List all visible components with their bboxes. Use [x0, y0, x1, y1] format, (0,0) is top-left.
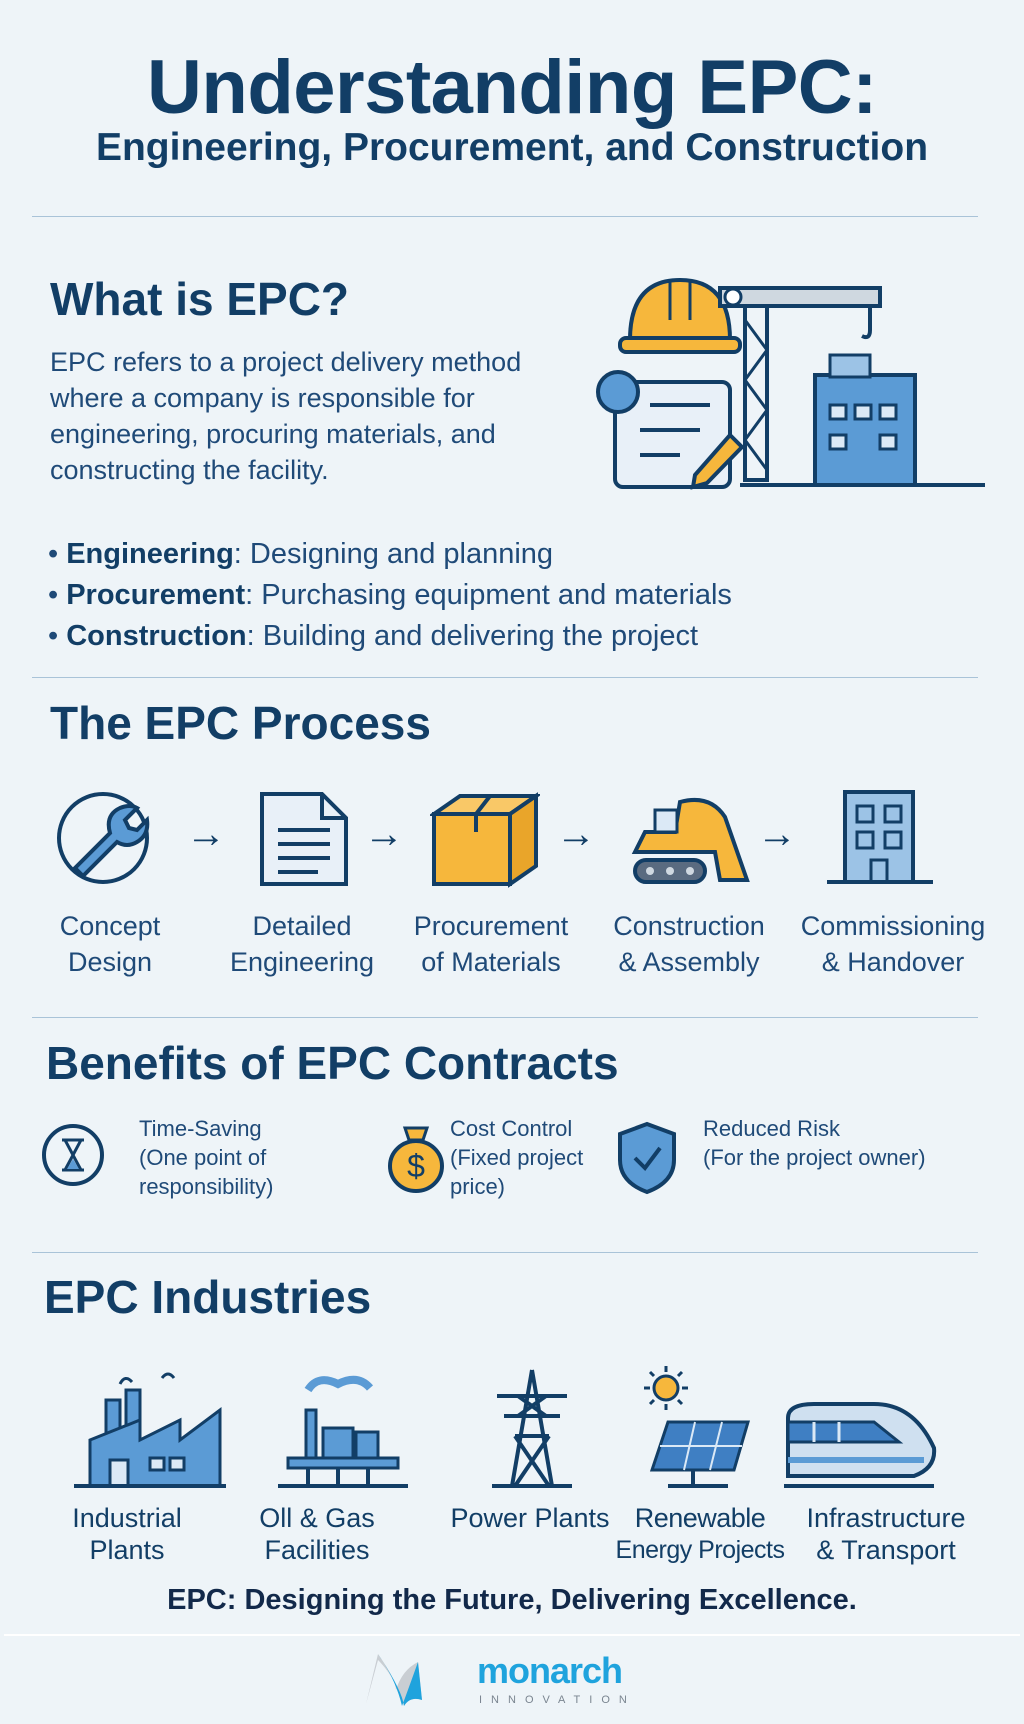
svg-text:$: $ [407, 1148, 425, 1184]
divider [32, 1252, 978, 1253]
box-icon [430, 792, 540, 888]
building-icon [827, 790, 933, 884]
arrow-icon: → [757, 812, 797, 856]
industry-power-plants: Power Plants [450, 1503, 610, 1533]
page-title: Understanding EPC: [147, 45, 877, 130]
divider [32, 677, 978, 678]
arrow-icon: → [556, 812, 596, 856]
power-tower-icon [492, 1369, 572, 1488]
oil-rig-icon [278, 1375, 408, 1488]
train-icon [784, 1402, 937, 1488]
bullet-item: • Engineering: Designing and planning [48, 538, 554, 570]
hard-hat-icon [618, 277, 742, 354]
benefit-reduced-risk: Reduced Risk(For the project owner) [703, 1116, 926, 1170]
divider [4, 1634, 1020, 1636]
bullet-item: • Procurement: Purchasing equipment and … [48, 579, 732, 611]
industries-heading: EPC Industries [44, 1271, 372, 1323]
benefits-heading: Benefits of EPC Contracts [46, 1037, 619, 1089]
money-bag-icon: $ [388, 1126, 444, 1193]
construction-illustration [596, 277, 985, 490]
what-is-heading: What is EPC? [50, 273, 350, 325]
arrow-icon: → [364, 812, 404, 856]
process-step-construction: Construction& Assembly [613, 911, 765, 977]
monarch-logo: monarch INNOVATION [362, 1648, 662, 1710]
monarch-logo-subtext: INNOVATION [479, 1694, 636, 1706]
factory-icon [74, 1372, 226, 1488]
page-subtitle: Engineering, Procurement, and Constructi… [95, 126, 929, 169]
process-heading: The EPC Process [50, 697, 431, 749]
document-icon [260, 792, 348, 886]
arrow-icon: → [186, 812, 226, 856]
monarch-logo-text: monarch [477, 1650, 623, 1691]
what-is-description: EPC refers to a project delivery method … [50, 347, 522, 485]
monarch-logo-mark [366, 1654, 422, 1706]
epc-bullet-list: • Engineering: Designing and planning • … [48, 534, 732, 657]
wrench-icon [57, 792, 150, 884]
divider [32, 1017, 978, 1018]
industry-infrastructure: Infrastructure& Transport [806, 1503, 966, 1565]
tagline: EPC: Designing the Future, Delivering Ex… [167, 1584, 857, 1616]
divider [32, 216, 978, 217]
hourglass-icon [42, 1124, 104, 1186]
bulldozer-icon [631, 797, 750, 884]
bullet-item: • Construction: Building and delivering … [48, 620, 699, 652]
solar-panel-icon [644, 1366, 750, 1488]
crane-building-icon [718, 286, 985, 487]
document-pencil-icon [596, 370, 745, 490]
process-step-commissioning: Commissioning& Handover [800, 911, 986, 977]
shield-icon [618, 1121, 676, 1195]
